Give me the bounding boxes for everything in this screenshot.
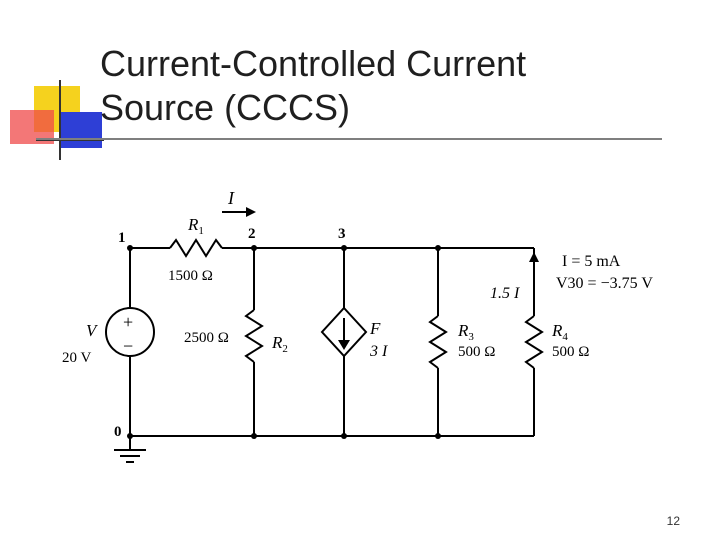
label-branch-current: 1.5 I xyxy=(490,285,520,302)
label-r4-value: 500 Ω xyxy=(552,344,589,360)
label-node0: 0 xyxy=(114,424,122,440)
junction-node0 xyxy=(127,433,133,439)
voltage-source xyxy=(105,307,155,357)
label-r2: R2 xyxy=(271,333,288,355)
title-line-2: Source (CCCS) xyxy=(100,87,351,128)
arrowhead-1p5i xyxy=(529,252,539,262)
label-minus: − xyxy=(123,336,133,356)
title-rule xyxy=(36,138,662,140)
junction-r3-top xyxy=(435,245,441,251)
arrowhead-dependent xyxy=(338,340,350,350)
ground-symbol xyxy=(114,436,146,463)
label-result-current: I = 5 mA xyxy=(562,253,621,270)
page-number: 12 xyxy=(666,514,680,528)
logo-graphic xyxy=(10,80,104,160)
junction-f-bottom xyxy=(341,433,347,439)
junction-node1 xyxy=(127,245,133,251)
label-r4: R4 xyxy=(551,321,568,343)
label-source-name: V xyxy=(86,321,99,340)
label-source-value: 20 V xyxy=(62,350,91,366)
label-current-i: I xyxy=(227,188,235,208)
label-r1: R1 xyxy=(187,215,204,237)
arrowhead-i xyxy=(246,207,256,217)
label-node1: 1 xyxy=(118,230,126,246)
label-r3: R3 xyxy=(457,321,474,343)
resistor-r4 xyxy=(524,315,544,369)
label-node3: 3 xyxy=(338,226,346,242)
label-r1-value: 1500 Ω xyxy=(168,268,213,284)
label-f-value: 3 I xyxy=(369,343,388,360)
label-r2-value: 2500 Ω xyxy=(184,330,229,346)
label-plus: + xyxy=(123,312,133,332)
junction-node3 xyxy=(341,245,347,251)
label-r3-value: 500 Ω xyxy=(458,344,495,360)
resistor-r2 xyxy=(244,309,264,363)
junction-r2-bottom xyxy=(251,433,257,439)
page-title: Current-Controlled Current Source (CCCS) xyxy=(100,42,690,130)
circuit-diagram: I R1 1500 Ω 1 2 3 0 V 20 V + − 2500 Ω R2… xyxy=(62,188,653,463)
resistor-r3 xyxy=(428,315,448,369)
title-line-1: Current-Controlled Current xyxy=(100,43,527,84)
junction-r3-bottom xyxy=(435,433,441,439)
junction-node2 xyxy=(251,245,257,251)
resistor-r1 xyxy=(169,238,223,258)
logo-blue-square xyxy=(60,112,102,148)
label-f: F xyxy=(369,319,381,338)
label-result-voltage: V30 = −3.75 V xyxy=(556,275,653,292)
label-node2: 2 xyxy=(248,226,256,242)
